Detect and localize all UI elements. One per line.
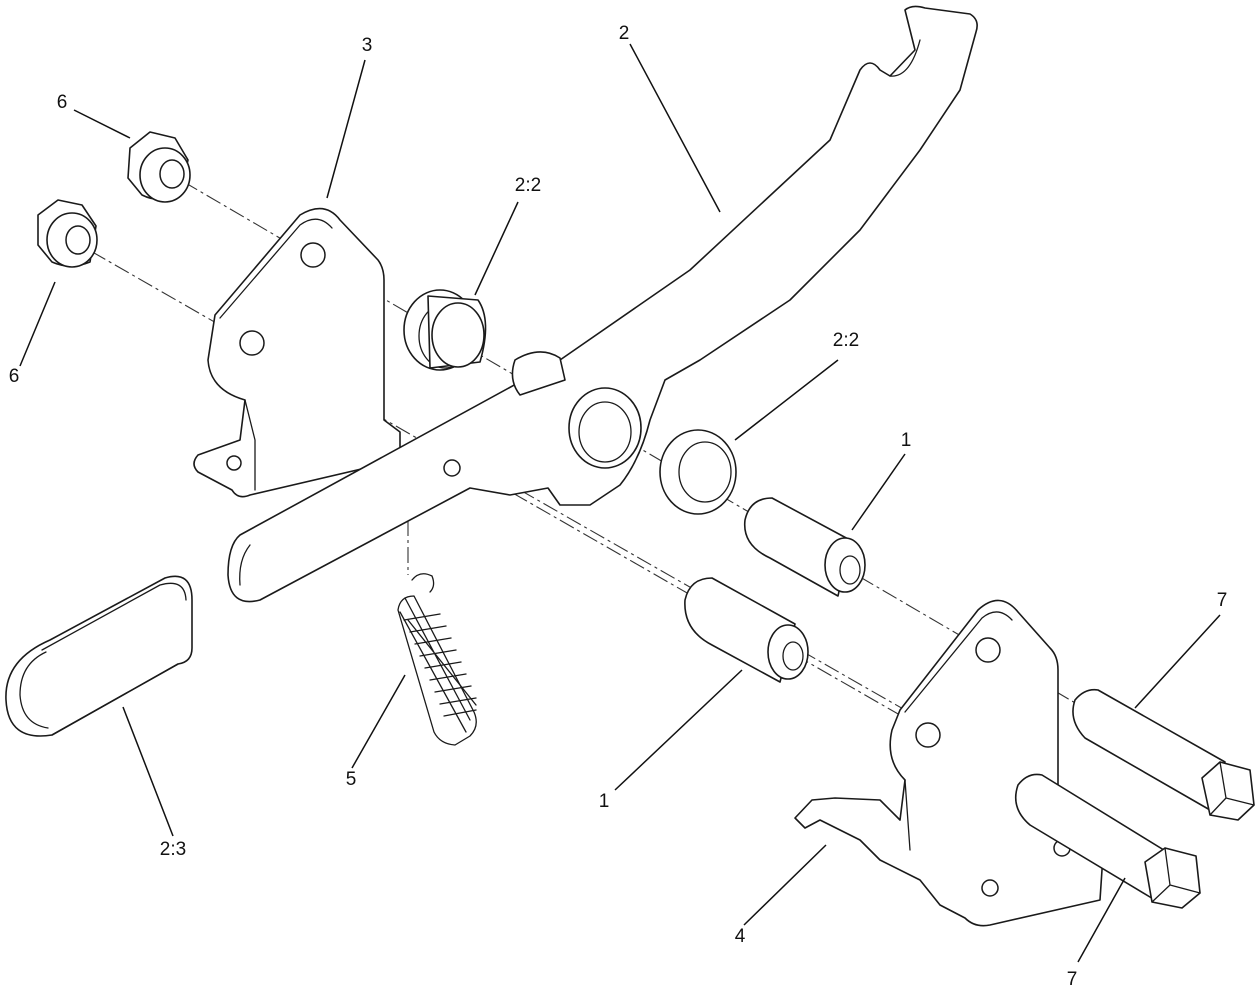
callout-5: 5 (346, 769, 357, 790)
callout-6-top: 6 (57, 92, 68, 113)
callout-2: 2 (619, 23, 630, 44)
left-bracket (193, 207, 401, 498)
callout-2-2-right: 2:2 (833, 330, 859, 351)
callout-3: 3 (362, 35, 373, 56)
leader-lines (19, 43, 1221, 963)
callout-1-upper: 1 (901, 430, 912, 451)
bolt-lower (1014, 773, 1201, 909)
callout-labels: 2 3 6 6 2:2 2:2 1 1 5 2:3 7 4 7 (9, 23, 1228, 990)
callout-7-upper: 7 (1217, 590, 1228, 611)
callout-6-left: 6 (9, 366, 20, 387)
spacer-upper (743, 497, 866, 597)
pivot-stud (511, 351, 566, 396)
callout-7-lower: 7 (1067, 969, 1078, 990)
bolt-upper (1072, 688, 1255, 821)
flange-nut-top (127, 131, 191, 203)
extension-spring (397, 573, 477, 746)
callout-1-lower: 1 (599, 791, 610, 812)
bushing-right (659, 429, 737, 515)
pedal-pad (5, 575, 193, 737)
callout-4: 4 (735, 926, 746, 947)
callout-2-2-upper: 2:2 (515, 175, 541, 196)
bushing-left (403, 289, 487, 371)
spacer-lower (684, 577, 809, 683)
right-bracket (794, 599, 1106, 927)
pedal-arm (227, 5, 978, 603)
callout-2-3: 2:3 (160, 839, 186, 860)
flange-nut-left (37, 199, 98, 268)
